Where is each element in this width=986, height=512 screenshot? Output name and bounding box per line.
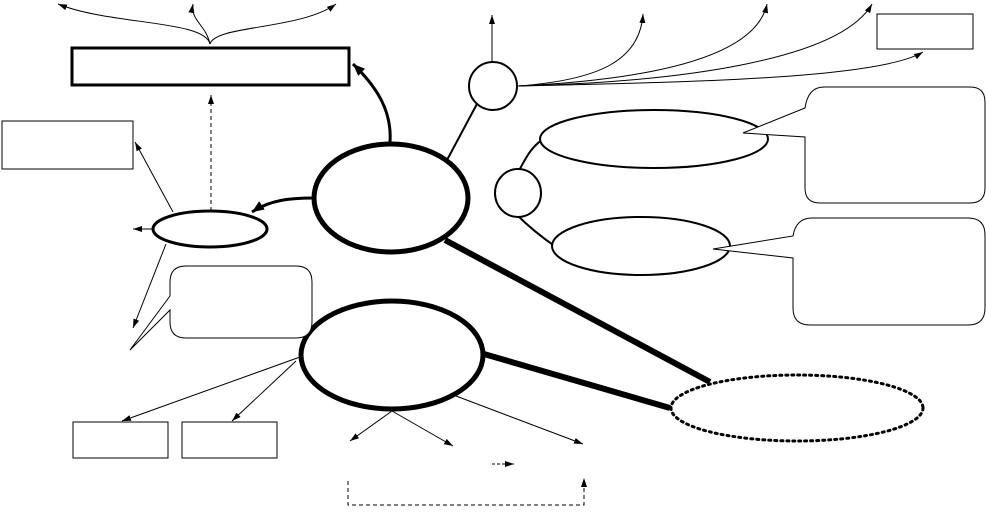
- central-to-small-top-circle-line: [446, 101, 479, 161]
- lower-circle-arrows: [121, 356, 584, 447]
- central-to-small-ellipse-arrow: [251, 196, 315, 214]
- top-right-fan-arrows: [517, 3, 924, 87]
- callout-right-top: [742, 86, 986, 204]
- bottom-box-right: [181, 421, 278, 459]
- top-left-fan-arrows: [57, 3, 337, 45]
- dotted-ellipse: [669, 373, 925, 443]
- top-bar-box: [70, 46, 351, 87]
- bottom-box-left: [72, 421, 169, 459]
- central-to-top-bar-arrow: [351, 62, 392, 143]
- thick-connectors: [443, 237, 712, 411]
- left-box: [1, 120, 134, 170]
- small-left-ellipse: [151, 209, 269, 249]
- callout-right-bottom: [712, 217, 986, 326]
- callout-left: [129, 265, 313, 351]
- lower-right-ellipse: [551, 216, 731, 276]
- lower-to-dotted-ellipse-line: [483, 351, 671, 411]
- small-ellipse-arrows: [132, 141, 174, 329]
- lower-circle: [298, 298, 486, 412]
- small-mid-circle: [494, 168, 542, 218]
- small-top-circle: [468, 61, 518, 111]
- central-circle: [311, 141, 471, 255]
- dashed-bottom-bracket-arrow: [347, 478, 587, 506]
- central-to-dotted-ellipse-line: [443, 237, 712, 385]
- upper-right-ellipse: [539, 109, 769, 169]
- top-right-box: [876, 13, 974, 50]
